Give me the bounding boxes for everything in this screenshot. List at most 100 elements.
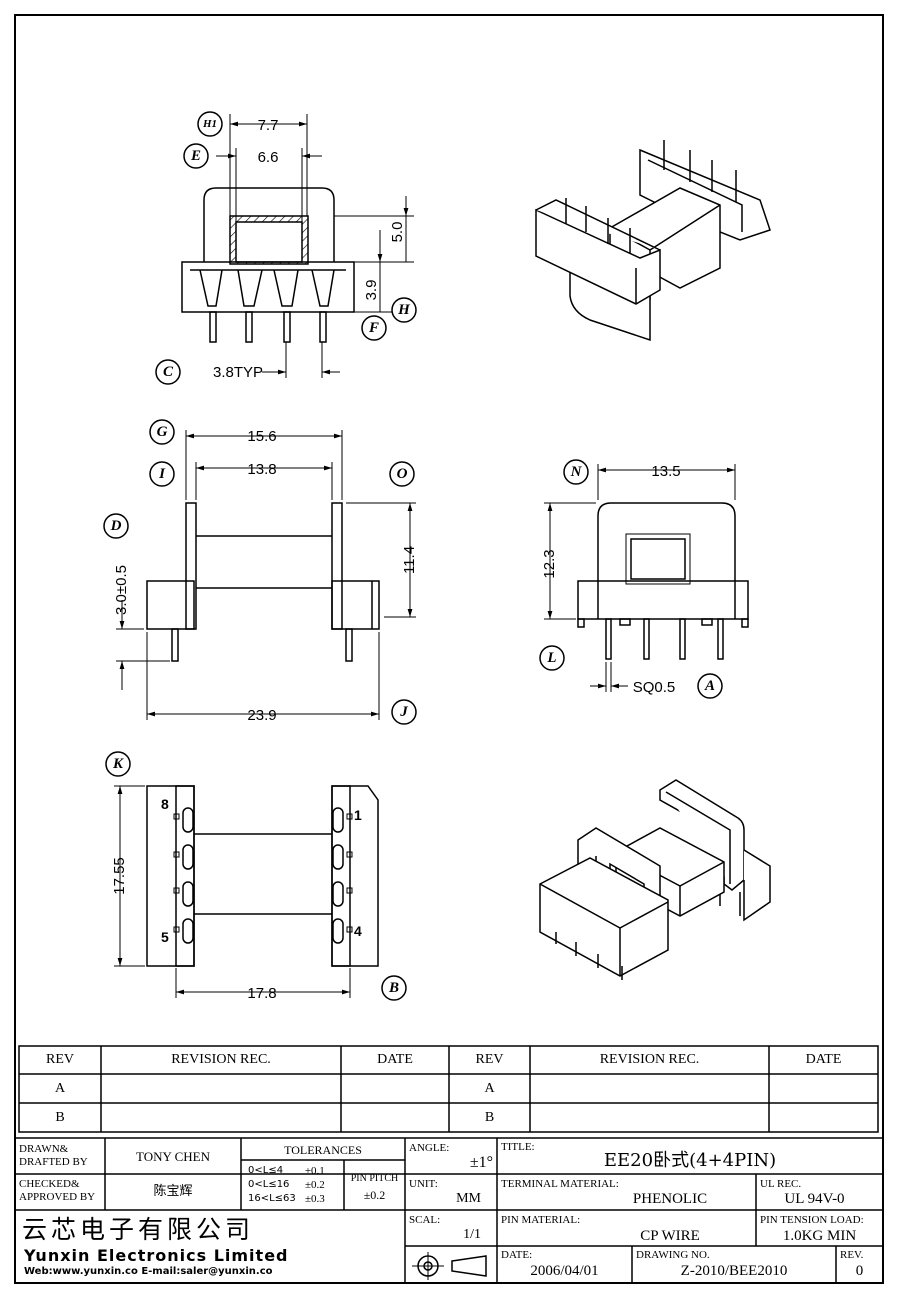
pin-number-8: 8: [161, 796, 169, 812]
rev-value: 0: [855, 1263, 864, 1279]
dim-12-3: 12.3: [541, 549, 558, 578]
rev-row-a-1: A: [54, 1081, 66, 1096]
iso-view-top: [535, 140, 771, 342]
title-value: EE20卧式(4+4PIN): [603, 1150, 777, 1171]
dim-23-9: 23.9: [247, 707, 276, 724]
callout-i-label: I: [158, 466, 166, 482]
dim-17-55: 17.55: [111, 857, 128, 895]
callout-c-label: C: [163, 364, 174, 380]
pin-number-1: 1: [354, 807, 362, 823]
callout-n: [563, 459, 589, 485]
callout-h1-label: H1: [202, 118, 217, 130]
rev-label: REV.: [840, 1249, 864, 1261]
drawn-by-value: TONY CHEN: [135, 1149, 211, 1164]
callout-d-label: D: [110, 518, 122, 534]
callout-i: [149, 461, 175, 487]
callout-b-label: B: [388, 980, 399, 996]
tol-range-1: 0<L≤4: [248, 1165, 284, 1176]
rev-header-2: REV: [475, 1052, 504, 1067]
title-block-grid: [14, 1137, 884, 1284]
callout-o-label: O: [397, 466, 408, 482]
callout-l-label: L: [546, 650, 556, 666]
terminal-material-value: PHENOLIC: [632, 1191, 708, 1207]
date-value: 2006/04/01: [530, 1263, 599, 1279]
drawn-label-1: DRAWN&: [19, 1143, 69, 1155]
callout-g-label: G: [157, 424, 168, 440]
rev-header-1: REV: [46, 1052, 74, 1067]
rev-row-b-1: B: [55, 1110, 65, 1125]
callout-j-label: J: [399, 704, 408, 720]
checked-label-2: APPROVED BY: [19, 1191, 96, 1203]
front-view: [116, 430, 416, 720]
revision-table-grid: [18, 1045, 879, 1133]
scale-label: SCAL:: [409, 1214, 441, 1226]
dim-3-0: 3.0±0.5: [113, 565, 130, 615]
tol-value-1: ±0.1: [305, 1165, 325, 1177]
pin-tension-value: 1.0KG MIN: [782, 1228, 857, 1244]
company-web: Web:www.yunxin.co E-mail:saler@yunxin.co: [24, 1266, 273, 1277]
scale-value: 1/1: [463, 1227, 481, 1242]
dim-3-8typ: 3.8TYP: [213, 364, 263, 381]
dim-6-6: 6.6: [258, 149, 279, 166]
tol-value-3: ±0.3: [305, 1193, 325, 1205]
date-header-1: DATE: [377, 1052, 413, 1067]
pin-pitch-label: PIN PITCH: [350, 1173, 399, 1184]
pin-material-value: CP WIRE: [640, 1228, 700, 1244]
dim-13-8: 13.8: [247, 461, 276, 478]
dim-3-9: 3.9: [363, 280, 380, 301]
callout-b: [381, 975, 407, 1001]
angle-label: ANGLE:: [409, 1142, 450, 1154]
callout-j: [391, 699, 417, 725]
top-view: [181, 114, 414, 378]
callout-g: [149, 419, 175, 445]
date-label: DATE:: [501, 1249, 533, 1261]
dim-17-8: 17.8: [247, 985, 276, 1002]
iso-view-bottom: [539, 779, 771, 980]
callout-e-label: E: [190, 148, 201, 164]
terminal-material-label: TERMINAL MATERIAL:: [501, 1178, 619, 1190]
pin-number-5: 5: [161, 929, 169, 945]
callout-k: [105, 751, 131, 777]
bottom-view: [114, 785, 379, 998]
callout-d: [103, 513, 129, 539]
ul-rec-label: UL REC.: [760, 1178, 802, 1190]
drawing-no-value: Z-2010/BEE2010: [680, 1263, 788, 1279]
callout-a: [697, 673, 723, 699]
callout-o: [389, 461, 415, 487]
ul-rec-value: UL 94V-0: [784, 1191, 845, 1207]
rev-row-a-2: A: [484, 1081, 495, 1096]
dim-sq0-5: SQ0.5: [633, 679, 676, 696]
callout-c: [155, 359, 181, 385]
callout-f-label: F: [368, 320, 379, 336]
pin-tension-label: PIN TENSION LOAD:: [760, 1214, 864, 1226]
tolerances-label: TOLERANCES: [284, 1143, 362, 1157]
revision-rec-header-2: REVISION REC.: [599, 1052, 700, 1067]
date-header-2: DATE: [805, 1052, 842, 1067]
pin-number-4: 4: [354, 923, 362, 939]
dim-15-6: 15.6: [247, 428, 276, 445]
callout-f: [361, 315, 387, 341]
callout-h: [391, 297, 417, 323]
callout-e: [183, 143, 209, 169]
unit-value: MM: [456, 1191, 481, 1206]
checked-by-value: 陈宝辉: [153, 1184, 193, 1199]
revision-rec-header-1: REVISION REC.: [171, 1052, 271, 1067]
callout-a-label: A: [704, 678, 715, 694]
callout-h-label: H: [397, 302, 411, 318]
callout-n-label: N: [570, 464, 583, 480]
rev-row-b-2: B: [484, 1110, 495, 1125]
drawn-label-2: DRAFTED BY: [19, 1156, 88, 1168]
callout-h1: [197, 111, 223, 137]
callout-k-label: K: [112, 756, 124, 772]
tol-range-3: 16<L≤63: [248, 1193, 296, 1204]
pin-pitch-value: ±0.2: [363, 1188, 386, 1202]
dim-11-4: 11.4: [401, 546, 418, 574]
title-label: TITLE:: [501, 1141, 535, 1153]
pin-material-label: PIN MATERIAL:: [501, 1214, 581, 1226]
drawing-no-label: DRAWING NO.: [636, 1249, 710, 1261]
side-view: [544, 464, 749, 692]
dim-5-0: 5.0: [389, 222, 406, 243]
company-name-cn: 云芯电子有限公司: [22, 1215, 255, 1244]
dim-13-5: 13.5: [651, 463, 680, 480]
